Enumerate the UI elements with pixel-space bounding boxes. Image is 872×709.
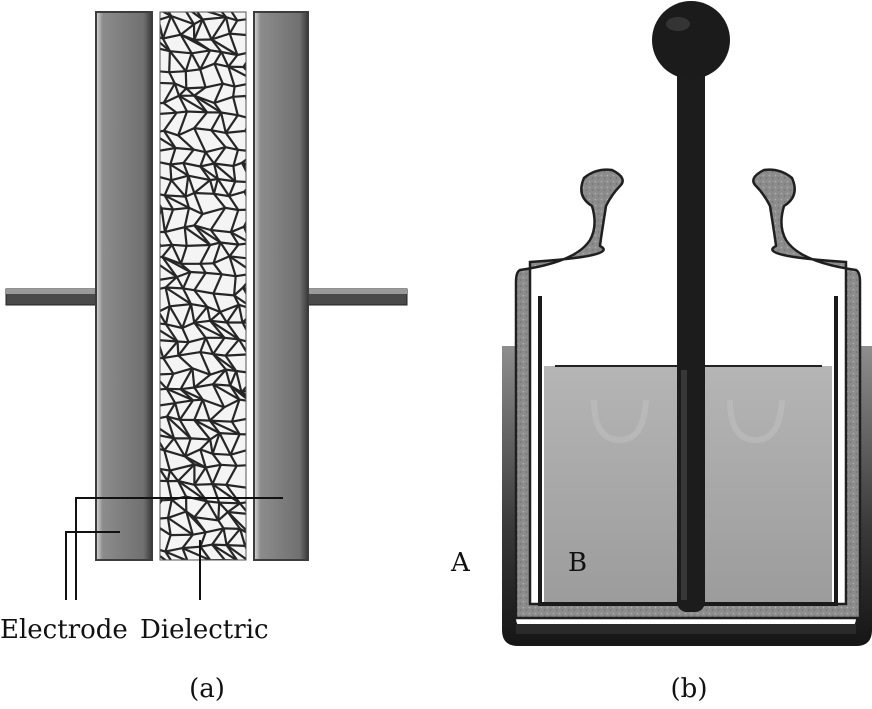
diagram-a: Electrode Dielectric (a) [0,0,407,704]
dielectric-cell [231,561,255,585]
dielectric-cell [194,560,225,582]
dielectric-cell [185,560,211,582]
dielectric-cell [157,563,169,582]
diagram-b: A B (b) [450,1,872,704]
dielectric-cell [169,561,188,583]
dielectric-cell [150,563,175,579]
dielectric-cell [178,342,179,356]
dielectric-cell [212,560,237,584]
label-a: A [450,548,471,578]
left-electrode [96,12,152,560]
dielectric-label: Dielectric [140,615,269,645]
dielectric-cell [225,560,231,584]
dielectric-cell [248,565,270,584]
dielectric-cell [237,561,247,584]
right-electrode [254,12,308,560]
caption-b: (b) [671,674,708,704]
electrode-label: Electrode [0,615,128,645]
caption-a: (a) [189,674,225,704]
dielectric-cell [259,561,283,582]
ball-electrode [652,1,730,79]
label-b: B [568,548,587,578]
dielectric-cell [188,561,195,582]
